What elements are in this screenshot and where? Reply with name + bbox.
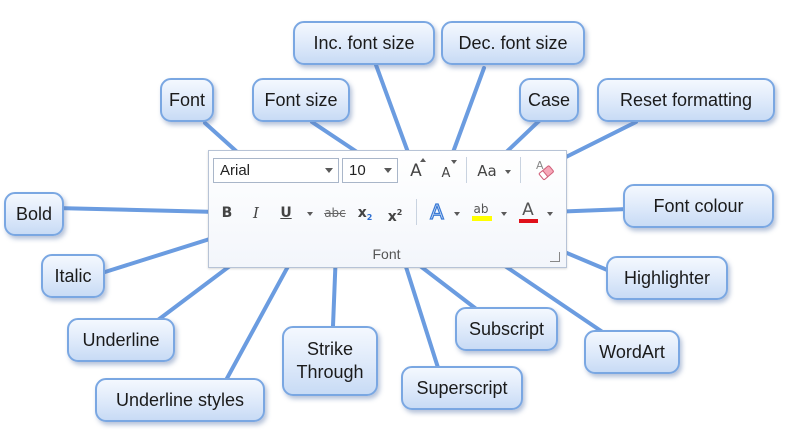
callout-highlighter: Highlighter <box>606 256 728 300</box>
subscript-icon: x <box>357 205 367 221</box>
subscript-mark: 2 <box>366 213 373 222</box>
highlight-color-bar <box>472 216 492 221</box>
callout-strike-through-line2: Through <box>296 362 364 382</box>
font-group-label: Font <box>372 246 401 262</box>
callout-subscript: Subscript <box>455 307 558 351</box>
callout-font-colour: Font colour <box>623 184 774 228</box>
text-effects-button[interactable]: A <box>426 200 448 224</box>
highlighter-icon: ab <box>473 202 489 216</box>
shrink-arrow-icon <box>451 160 457 164</box>
font-name-value: Arial <box>220 162 251 179</box>
font-color-button[interactable]: A <box>517 199 539 221</box>
callout-case: Case <box>519 78 579 122</box>
callout-superscript: Superscript <box>401 366 523 410</box>
strikethrough-icon: abc <box>324 206 346 220</box>
clear-formatting-button[interactable]: A <box>533 156 557 182</box>
bold-icon: B <box>221 205 233 221</box>
subscript-button[interactable]: x2 <box>354 202 376 224</box>
callout-strike-through: Strike Through <box>282 326 378 396</box>
highlight-dropdown-icon[interactable] <box>501 212 507 216</box>
shrink-font-icon: A <box>441 166 451 181</box>
font-color-dropdown-icon[interactable] <box>547 212 553 216</box>
svg-text:A: A <box>536 159 544 172</box>
change-case-dropdown-icon[interactable] <box>505 170 511 174</box>
font-size-value: 10 <box>349 162 366 179</box>
callout-bold: Bold <box>4 192 64 236</box>
leader-bold <box>53 206 220 214</box>
font-size-combo[interactable]: 10 <box>342 158 398 183</box>
callout-underline: Underline <box>67 318 175 362</box>
dialog-launcher-icon[interactable] <box>550 252 560 262</box>
superscript-button[interactable]: x2 <box>384 202 406 225</box>
callout-italic: Italic <box>41 254 105 298</box>
change-case-button[interactable]: Aa <box>474 160 500 182</box>
italic-button[interactable]: I <box>248 202 264 224</box>
font-name-combo[interactable]: Arial <box>213 158 339 183</box>
wordart-icon: A <box>430 200 445 224</box>
callout-inc-font-size: Inc. font size <box>293 21 435 65</box>
underline-icon: U <box>280 205 292 221</box>
callout-font: Font <box>160 78 214 122</box>
strikethrough-button[interactable]: abc <box>322 202 348 224</box>
callout-strike-through-line1: Strike <box>306 339 353 359</box>
bold-button[interactable]: B <box>218 202 236 224</box>
callout-wordart: WordArt <box>584 330 680 374</box>
font-size-dropdown-arrow-icon[interactable] <box>384 168 392 173</box>
grow-arrow-icon <box>420 158 426 162</box>
separator <box>416 199 417 225</box>
text-effects-dropdown-icon[interactable] <box>454 212 460 216</box>
font-name-dropdown-arrow-icon[interactable] <box>325 168 333 173</box>
callout-underline-styles: Underline styles <box>95 378 265 422</box>
callout-font-size: Font size <box>252 78 350 122</box>
grow-font-icon: A <box>410 161 422 181</box>
shrink-font-button[interactable]: A <box>437 163 455 185</box>
leader-inc-font-size <box>374 63 411 157</box>
superscript-icon: x <box>387 209 397 225</box>
separator <box>466 157 467 183</box>
change-case-icon: Aa <box>477 162 497 180</box>
underline-styles-dropdown-icon[interactable] <box>307 212 313 216</box>
highlight-button[interactable]: ab <box>468 198 494 220</box>
separator <box>520 157 521 183</box>
underline-button[interactable]: U <box>278 202 294 224</box>
superscript-mark: 2 <box>396 208 403 217</box>
italic-icon: I <box>253 204 259 222</box>
font-color-bar <box>519 219 538 223</box>
grow-font-button[interactable]: A <box>406 160 426 182</box>
font-color-icon: A <box>522 200 534 220</box>
eraser-icon: A <box>536 159 554 181</box>
callout-reset-formatting: Reset formatting <box>597 78 775 122</box>
callout-dec-font-size: Dec. font size <box>441 21 585 65</box>
leader-dec-font-size <box>450 66 486 157</box>
